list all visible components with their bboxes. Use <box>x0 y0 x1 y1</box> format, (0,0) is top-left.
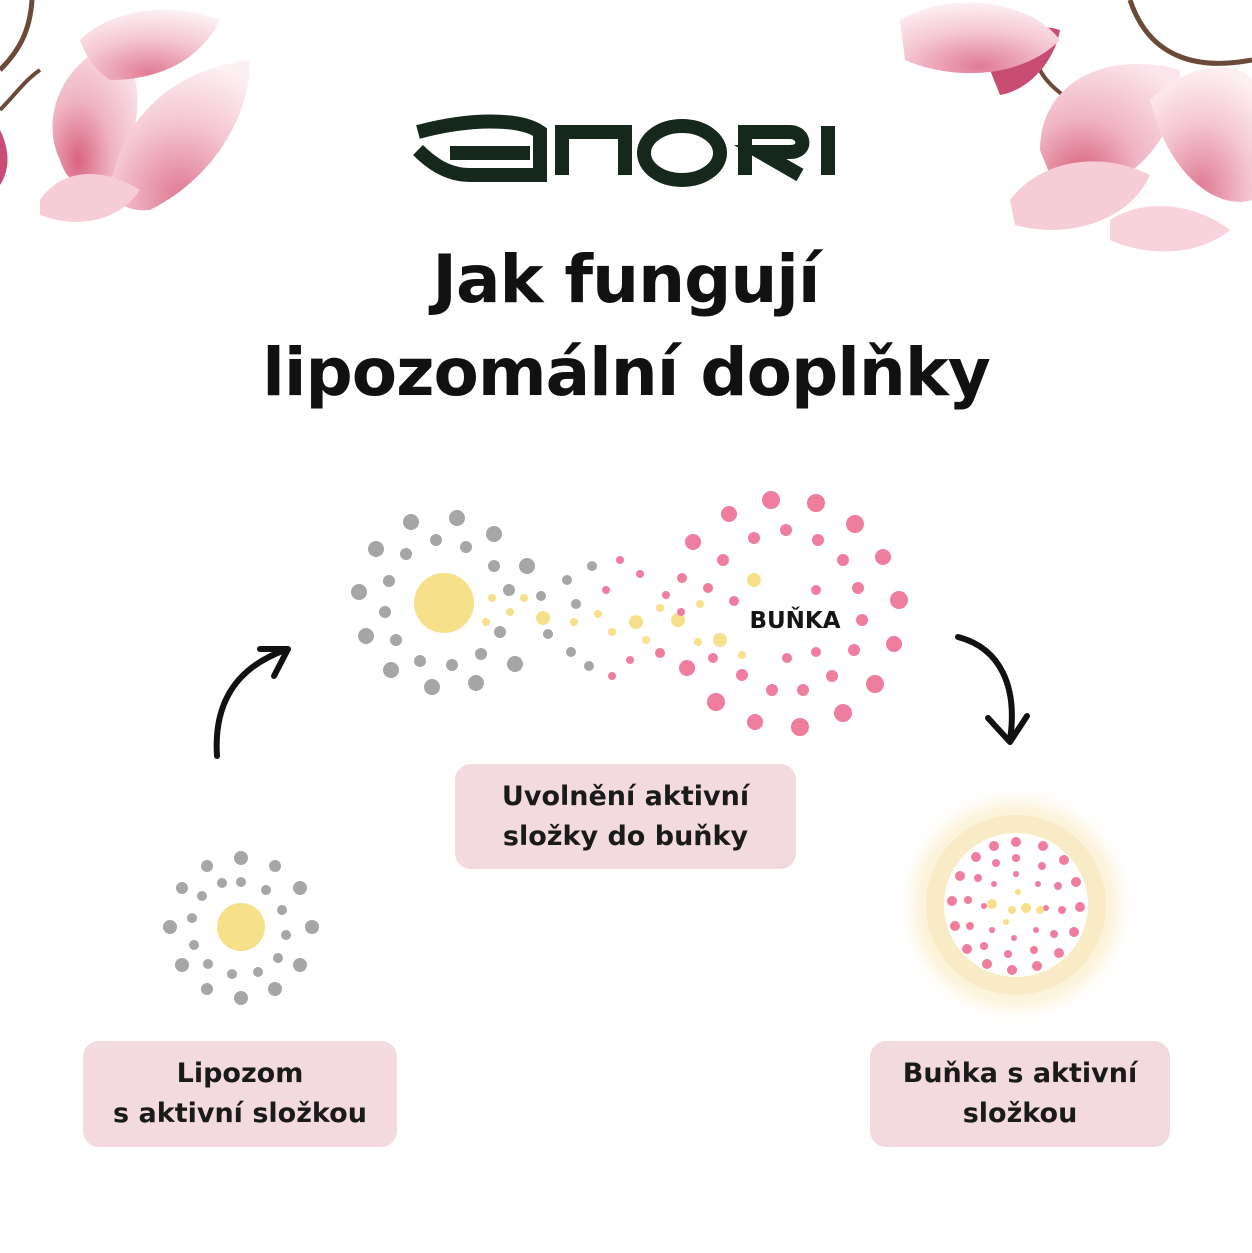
liposome-label-line-1: Lipozom <box>176 1058 304 1089</box>
release-label-box: Uvolnění aktivní složky do buňky <box>455 764 796 869</box>
release-illustration <box>351 491 908 736</box>
cell-label: BUŇKA <box>749 608 841 634</box>
cell-with-active-illustration <box>894 783 1138 1027</box>
release-label-line-1: Uvolnění aktivní <box>501 780 750 812</box>
page-title-line-1: Jak fungují <box>432 241 820 318</box>
brand-logo <box>413 114 835 187</box>
page-title-line-2: lipozomální doplňky <box>262 334 990 411</box>
liposome-illustration <box>163 851 319 1005</box>
magnolia-flower-icon-left <box>0 0 250 222</box>
liposome-label-box: Lipozom s aktivní složkou <box>83 1041 397 1147</box>
result-label-line-2: složkou <box>962 1098 1078 1129</box>
liposome-label-line-2: s aktivní složkou <box>113 1098 367 1129</box>
release-label-line-2: složky do buňky <box>502 820 749 852</box>
result-label-line-1: Buňka s aktivní <box>902 1058 1138 1089</box>
result-label-box: Buňka s aktivní složkou <box>870 1041 1170 1147</box>
magnolia-flower-icon-right <box>900 0 1252 252</box>
curved-arrow-icon-right <box>955 634 1030 745</box>
curved-arrow-icon-left <box>213 646 291 759</box>
